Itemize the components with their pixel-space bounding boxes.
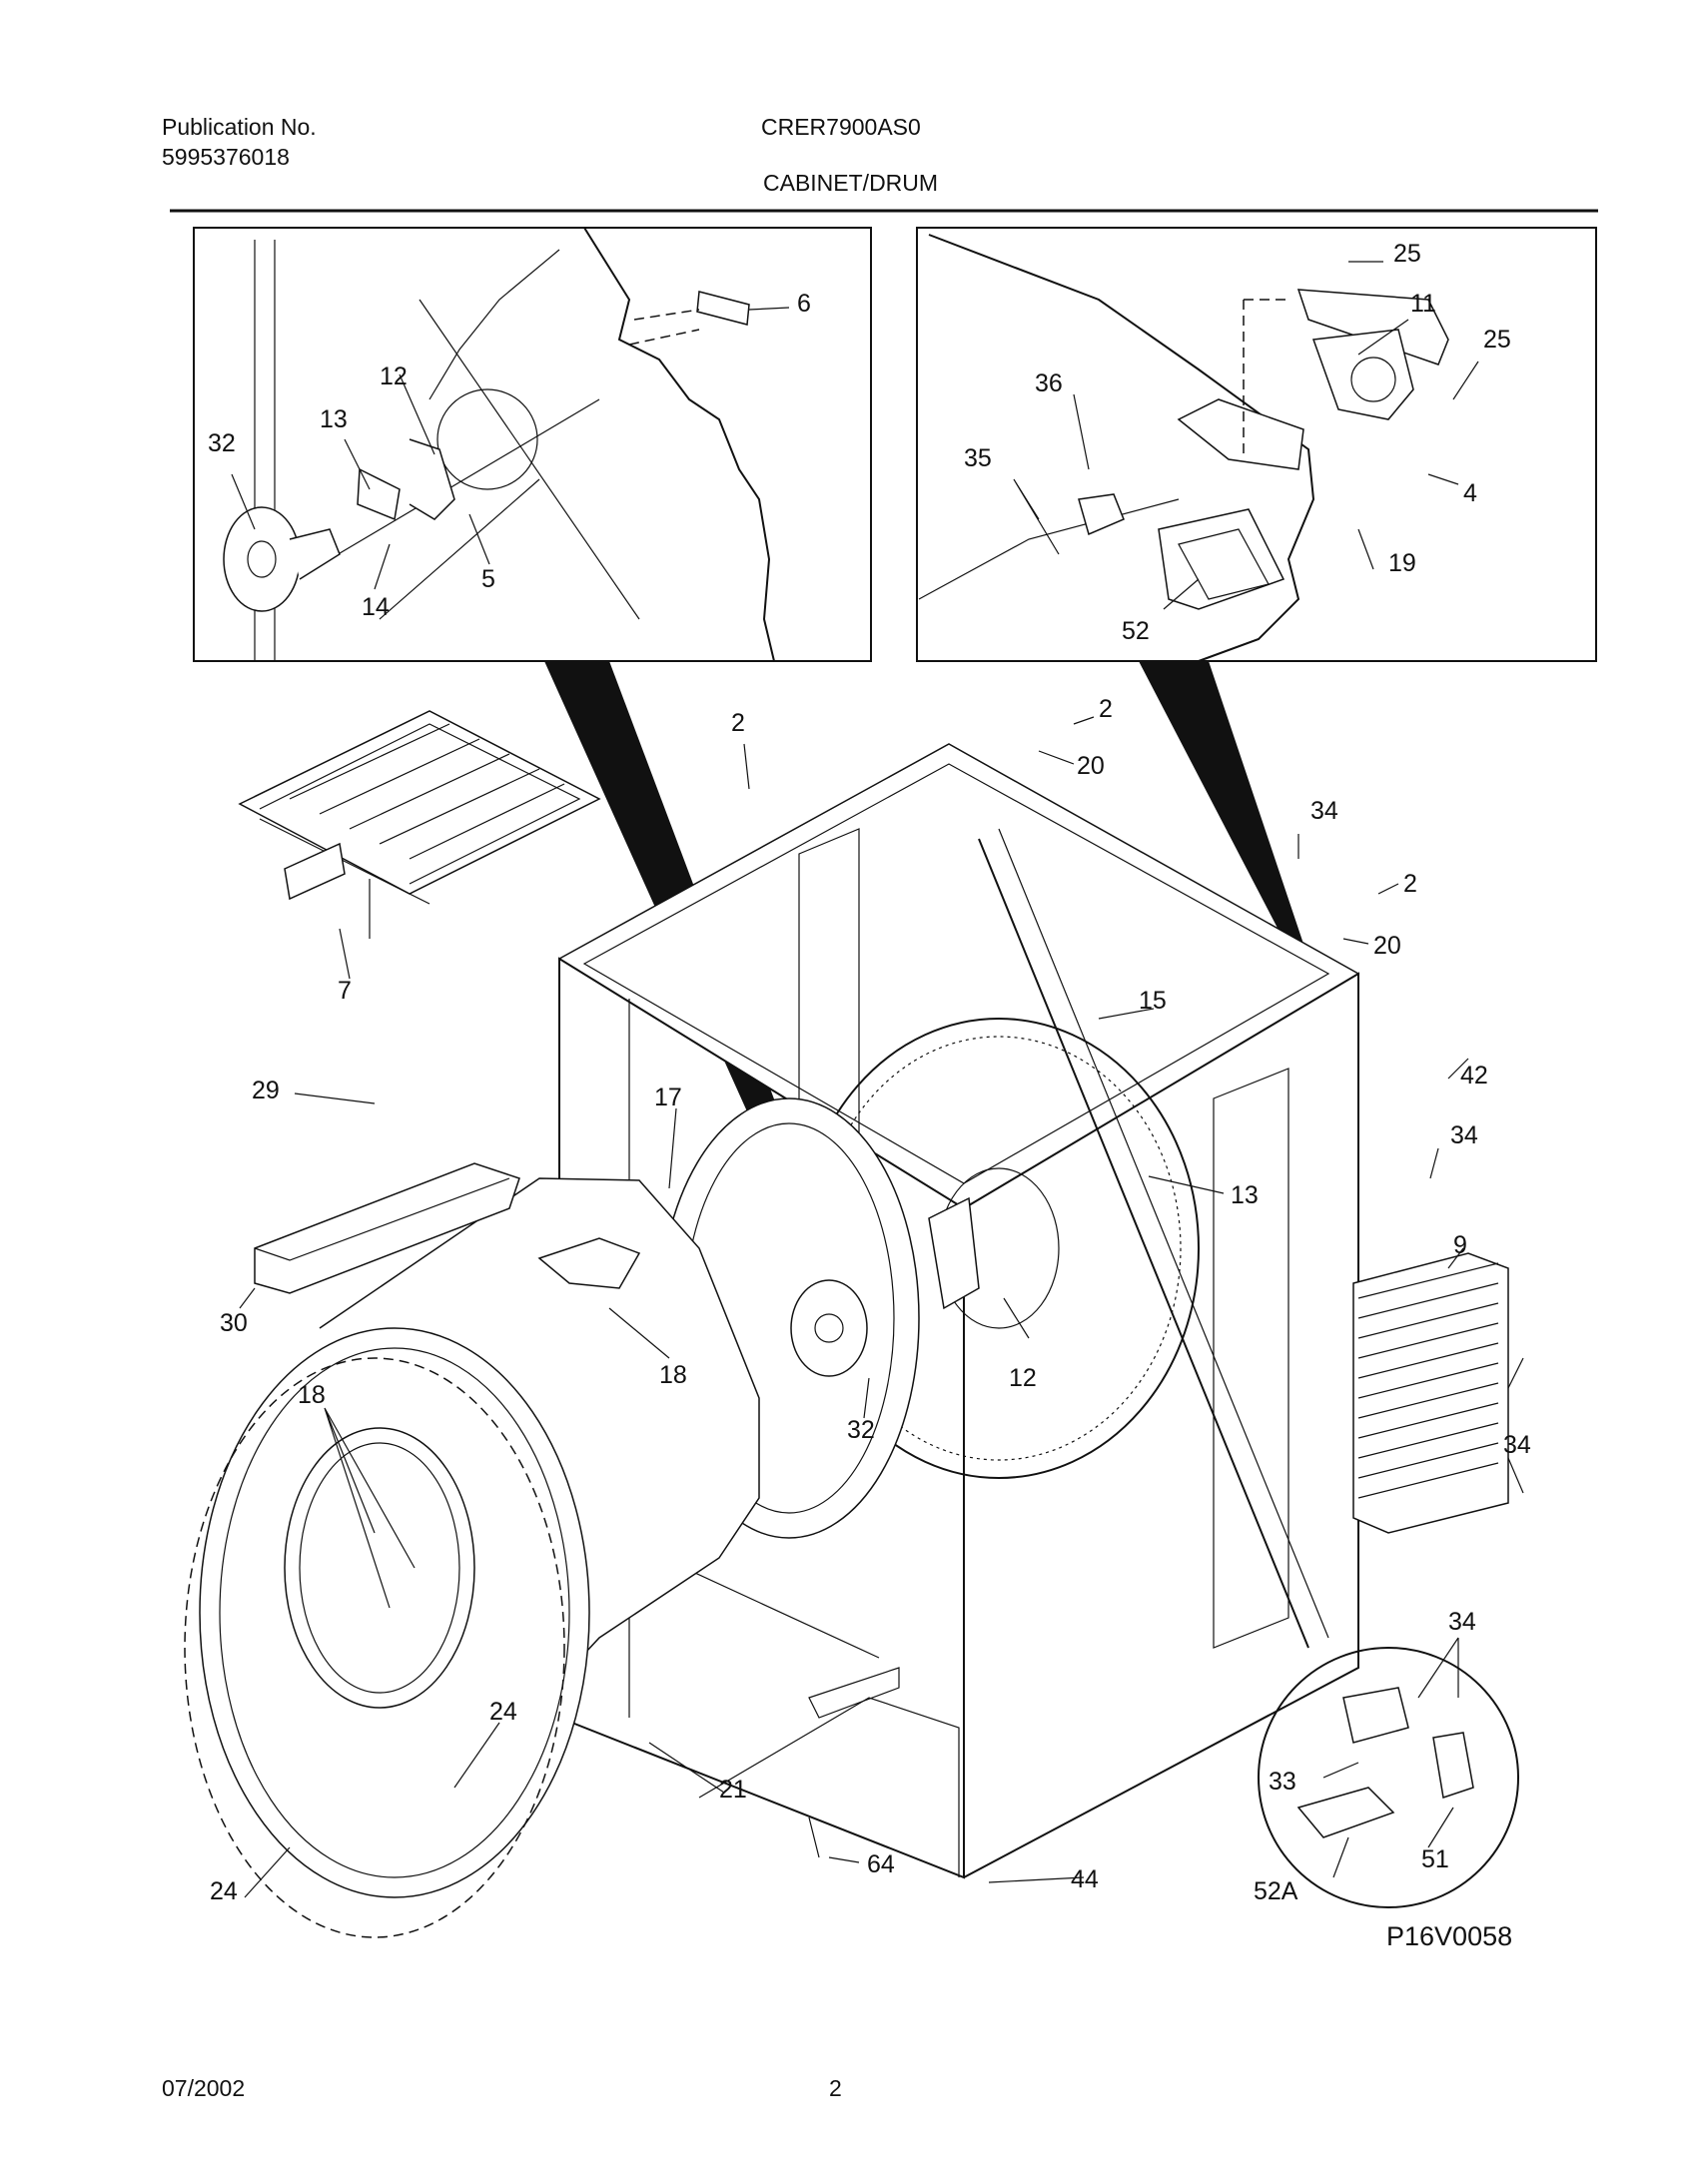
- publication-label: Publication No.: [162, 114, 317, 140]
- inset-bottom-thermostat: [1258, 1647, 1519, 1908]
- callout-24-b: 24: [210, 1877, 238, 1905]
- callout-12: 12: [380, 363, 408, 390]
- callout-2-c: 2: [1403, 870, 1417, 898]
- publication-number: 5995376018: [162, 144, 290, 170]
- callout-21: 21: [719, 1776, 747, 1804]
- callout-9: 9: [1453, 1231, 1467, 1259]
- inset-right-heater-housing: [916, 227, 1597, 662]
- callout-34-c: 34: [1503, 1431, 1531, 1459]
- callout-18-a: 18: [659, 1361, 687, 1389]
- callout-35: 35: [964, 444, 992, 472]
- callout-32-main: 32: [847, 1416, 875, 1444]
- callout-34-b: 34: [1450, 1121, 1478, 1149]
- drum: [184, 1177, 760, 1938]
- callout-25-b: 25: [1483, 326, 1511, 354]
- callout-20-a: 20: [1077, 752, 1105, 780]
- leader-lines: [231, 261, 1524, 1898]
- drawing-code: P16V0058: [1386, 1921, 1512, 1951]
- callout-12-main: 12: [1009, 1364, 1037, 1392]
- callout-29: 29: [252, 1077, 280, 1104]
- callout-11: 11: [1410, 290, 1436, 318]
- callout-17: 17: [654, 1084, 682, 1111]
- callout-funnel-right: [1139, 661, 1308, 961]
- callout-20-b: 20: [1373, 932, 1401, 960]
- callout-13-main: 13: [1231, 1181, 1259, 1209]
- rear-access-panel: [1352, 1252, 1509, 1534]
- callout-4: 4: [1463, 479, 1477, 507]
- callout-2-a: 2: [731, 709, 745, 737]
- inset-left-drum-bearing: [193, 227, 872, 662]
- callout-25: 25: [1393, 240, 1421, 268]
- page-number: 2: [829, 2075, 842, 2101]
- callout-51: 51: [1421, 1845, 1449, 1873]
- callout-64: 64: [867, 1850, 895, 1878]
- drying-rack: [238, 710, 601, 939]
- callout-24-a: 24: [489, 1698, 517, 1726]
- callout-18-b: 18: [298, 1381, 326, 1409]
- model-number: CRER7900AS0: [761, 114, 921, 140]
- callout-15: 15: [1139, 987, 1167, 1015]
- callout-34-a: 34: [1310, 797, 1338, 825]
- callout-13: 13: [320, 405, 348, 433]
- callout-36: 36: [1035, 369, 1063, 397]
- callout-6: 6: [797, 290, 811, 318]
- callout-32: 32: [208, 429, 236, 457]
- section-title: CABINET/DRUM: [763, 170, 939, 196]
- callout-14: 14: [362, 593, 390, 621]
- callout-30: 30: [220, 1309, 248, 1337]
- callout-5: 5: [481, 565, 495, 593]
- callout-2-b: 2: [1099, 695, 1113, 723]
- callout-42: 42: [1460, 1062, 1488, 1090]
- callout-34-d: 34: [1448, 1608, 1476, 1636]
- callout-19: 19: [1388, 549, 1416, 577]
- callout-7: 7: [338, 977, 352, 1005]
- footer-date: 07/2002: [162, 2075, 246, 2101]
- callout-44: 44: [1071, 1865, 1099, 1893]
- callout-52a: 52A: [1254, 1877, 1298, 1905]
- callout-33: 33: [1269, 1768, 1296, 1796]
- callout-52: 52: [1122, 617, 1150, 645]
- drum-baffle: [254, 1162, 520, 1294]
